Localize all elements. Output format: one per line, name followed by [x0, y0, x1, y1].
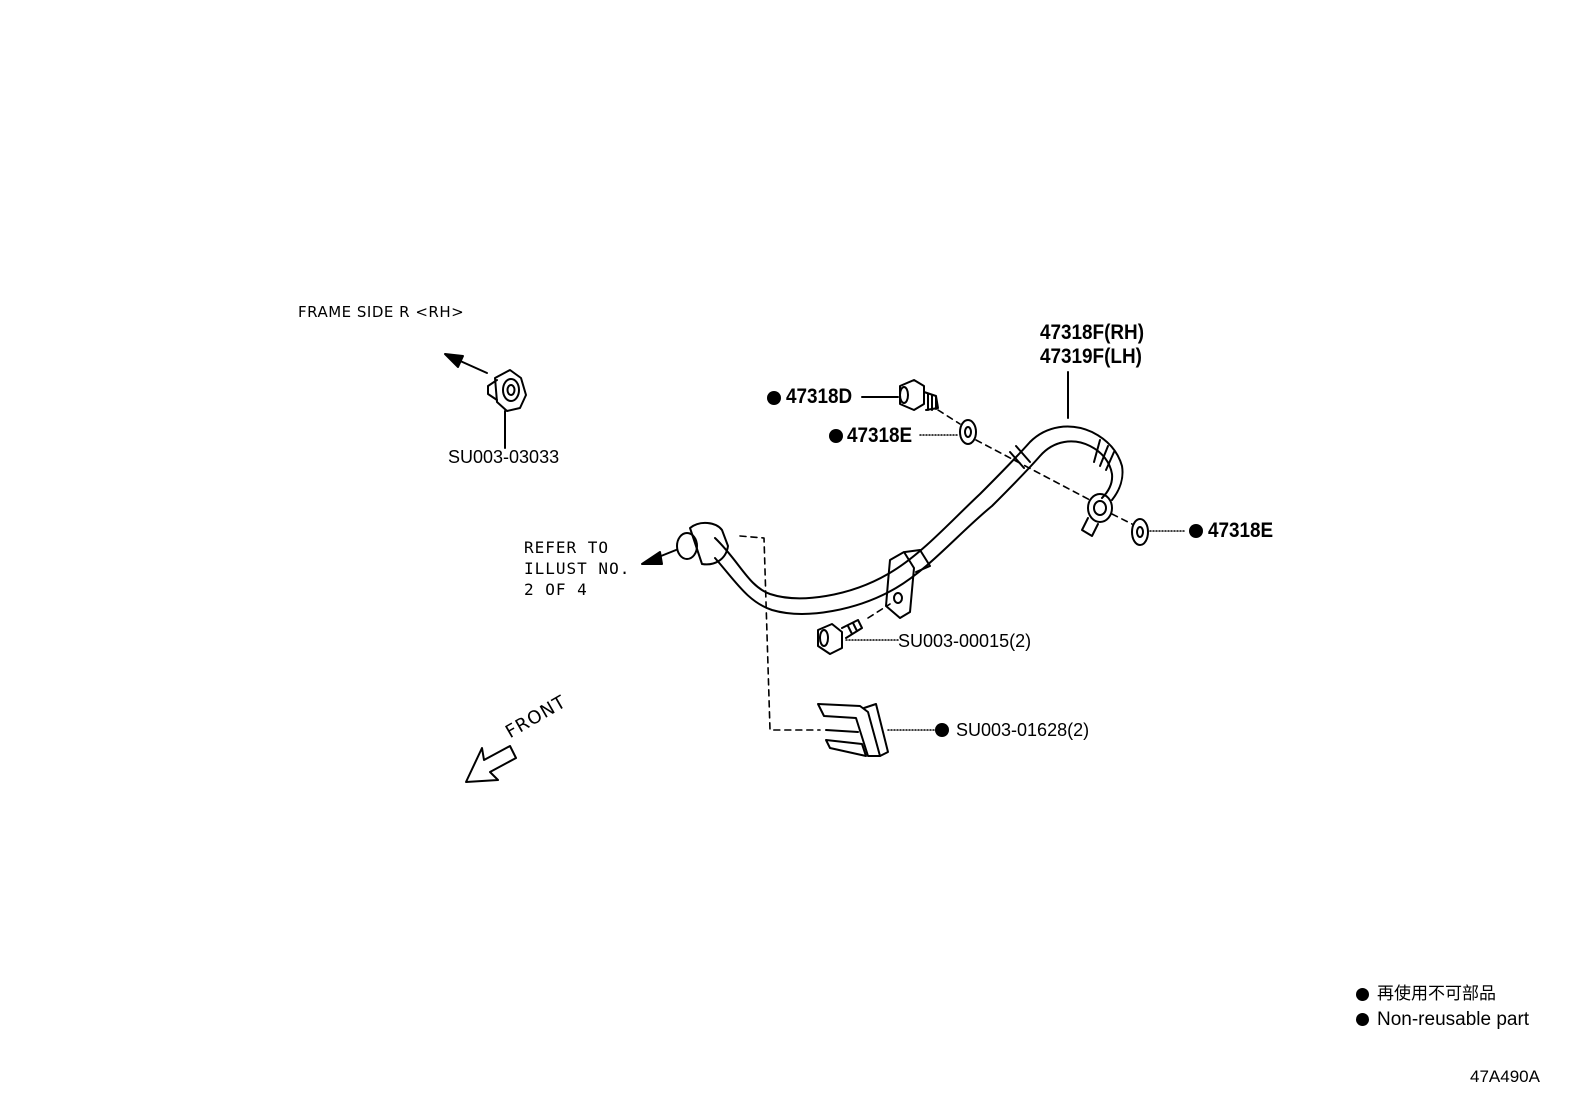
filled-circle-icon — [1356, 1013, 1369, 1026]
non-reusable-marker-47318e-right — [1189, 524, 1203, 538]
legend: 再使用不可部品 Non-reusable part — [1356, 982, 1529, 1032]
legend-item-jp: 再使用不可部品 — [1356, 982, 1529, 1007]
bolt-su003-03033-drawing — [444, 353, 527, 449]
part-label-47318e-top: 47318E — [847, 424, 913, 447]
non-reusable-marker-47318d — [767, 391, 781, 405]
part-label-hose-rh: 47318F(RH) — [1040, 321, 1144, 344]
part-label-hose-lh: 47319F(LH) — [1040, 345, 1142, 368]
non-reusable-marker-su003-01628 — [935, 723, 949, 737]
legend-text-jp: 再使用不可部品 — [1377, 984, 1496, 1004]
part-label-47318d: 47318D — [786, 385, 853, 408]
refer-to-note: REFER TO ILLUST NO. 2 OF 4 — [524, 538, 631, 599]
brake-hose-drawing — [641, 425, 1124, 619]
legend-text-en: Non-reusable part — [1377, 1009, 1530, 1030]
non-reusable-marker-47318e-top — [829, 429, 843, 443]
filled-circle-icon — [1356, 988, 1369, 1001]
bolt-47318d-drawing — [861, 379, 939, 411]
part-label-su003-00015: SU003-00015(2) — [898, 631, 1032, 651]
part-label-su003-01628: SU003-01628(2) — [956, 720, 1090, 740]
bolt-su003-00015-drawing — [817, 603, 891, 655]
frame-side-label: FRAME SIDE R <RH> — [298, 303, 465, 321]
part-label-47318e-right: 47318E — [1208, 519, 1274, 542]
front-arrow-icon — [465, 745, 517, 783]
part-label-su003-03033: SU003-03033 — [448, 447, 560, 467]
gasket-47318e-right-drawing — [1131, 518, 1149, 546]
legend-item-en: Non-reusable part — [1356, 1007, 1529, 1032]
drawing-code: 47A490A — [1470, 1067, 1540, 1086]
clip-su003-01628-drawing — [817, 703, 889, 757]
gasket-47318e-top-drawing — [959, 419, 977, 445]
